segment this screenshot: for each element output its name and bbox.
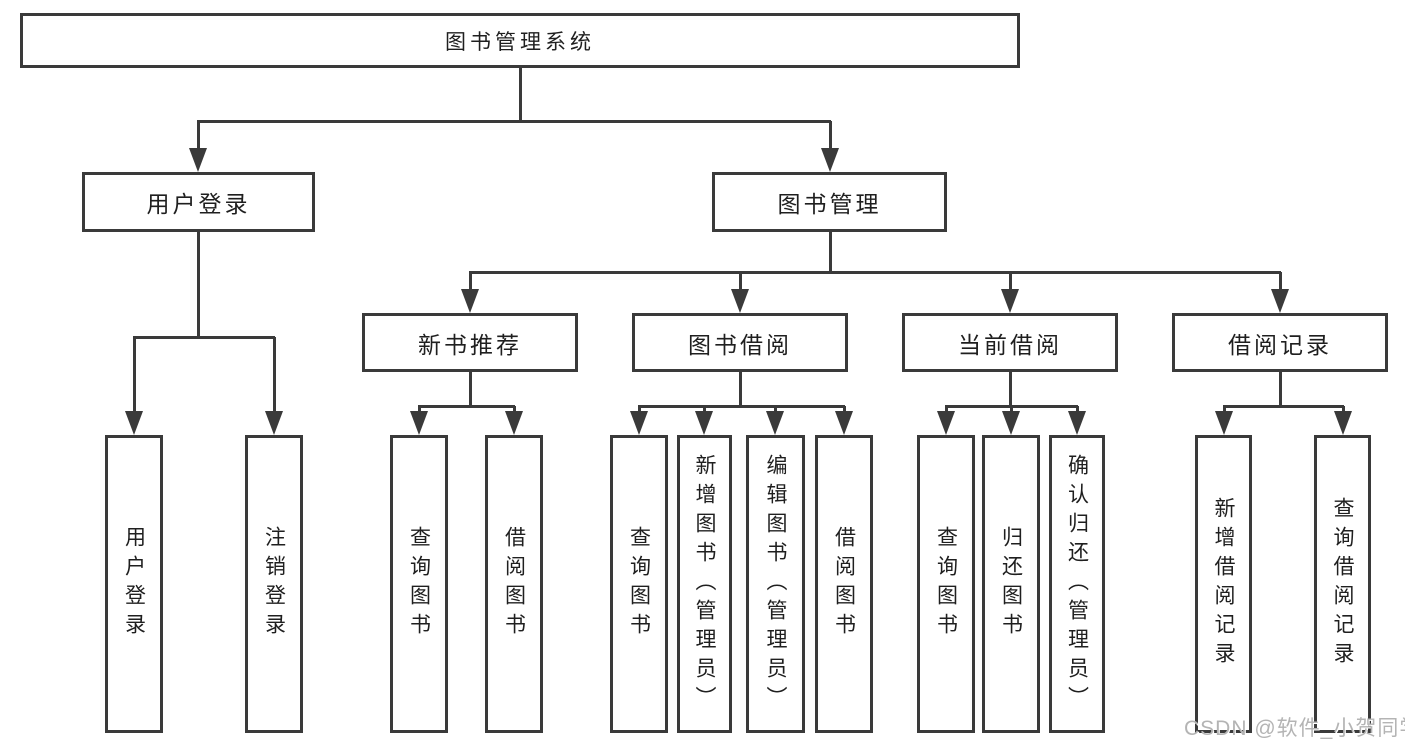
connector-root-arrowhead-0	[189, 148, 207, 172]
connector-book-borrowing-bar	[638, 405, 845, 408]
connector-user-login-arrowhead-0	[125, 411, 143, 435]
connector-book-management-bar	[469, 271, 1281, 274]
leaf-borrow-books-borrowing-label: 借阅图书	[832, 526, 856, 642]
connector-new-book-recommend-arrowhead-1	[505, 411, 523, 435]
leaf-add-borrow-record-label: 新增借阅记录	[1212, 497, 1236, 671]
connector-book-borrowing-arrowhead-1	[695, 411, 713, 435]
leaf-query-borrow-record-label: 查询借阅记录	[1331, 497, 1355, 671]
connector-current-borrowing-arrow-line-0	[945, 406, 948, 413]
leaf-add-books-admin-label: 新增图书（管理员）	[693, 453, 717, 715]
connector-new-book-recommend-arrow-line-0	[418, 406, 421, 413]
connector-root-arrow-line-0	[197, 121, 200, 150]
connector-current-borrowing-arrow-line-1	[1010, 406, 1013, 413]
connector-new-book-recommend-arrow-line-1	[513, 406, 516, 413]
leaf-query-books-borrowing: 查询图书	[610, 435, 668, 733]
connector-book-management-arrowhead-2	[1001, 289, 1019, 313]
node-book-borrowing-label: 图书借阅	[688, 331, 792, 358]
node-library-management-system-label: 图书管理系统	[445, 30, 595, 54]
leaf-borrow-books-borrowing: 借阅图书	[815, 435, 873, 733]
leaf-return-books: 归还图书	[982, 435, 1040, 733]
node-borrowing-records: 借阅记录	[1172, 313, 1388, 372]
connector-root-arrowhead-1	[821, 148, 839, 172]
leaf-query-books-borrowing-label: 查询图书	[627, 526, 651, 642]
connector-borrowing-records-arrowhead-1	[1334, 411, 1352, 435]
connector-root-bar	[197, 120, 831, 123]
connector-user-login-arrow-line-1	[273, 337, 276, 413]
leaf-edit-books-admin: 编辑图书（管理员）	[746, 435, 805, 733]
connector-current-borrowing-arrowhead-1	[1002, 411, 1020, 435]
leaf-user-login-label: 用户登录	[122, 526, 146, 642]
connector-borrowing-records-stem	[1279, 372, 1282, 407]
leaf-edit-books-admin-label: 编辑图书（管理员）	[764, 453, 788, 715]
connector-book-management-arrow-line-3	[1279, 272, 1282, 291]
leaf-add-borrow-record: 新增借阅记录	[1195, 435, 1252, 733]
csdn-watermark: CSDN @软件_小贺同学	[1184, 717, 1405, 740]
connector-user-login-arrowhead-1	[265, 411, 283, 435]
leaf-logout-label: 注销登录	[262, 526, 286, 642]
connector-new-book-recommend-stem	[469, 372, 472, 407]
leaf-query-books-current: 查询图书	[917, 435, 975, 733]
node-new-book-recommend: 新书推荐	[362, 313, 578, 372]
node-user-login-label: 用户登录	[146, 191, 251, 217]
connector-borrowing-records-arrow-line-0	[1223, 406, 1226, 413]
connector-borrowing-records-arrowhead-0	[1215, 411, 1233, 435]
connector-root-arrow-line-1	[829, 121, 832, 150]
connector-book-management-stem	[829, 232, 832, 273]
connector-book-borrowing-arrow-line-0	[638, 406, 641, 413]
leaf-query-books-recommend: 查询图书	[390, 435, 448, 733]
leaf-borrow-books-recommend: 借阅图书	[485, 435, 543, 733]
connector-book-management-arrow-line-0	[469, 272, 472, 291]
leaf-query-books-recommend-label: 查询图书	[407, 526, 431, 642]
leaf-add-books-admin: 新增图书（管理员）	[677, 435, 732, 733]
connector-borrowing-records-arrow-line-1	[1342, 406, 1345, 413]
connector-book-borrowing-arrowhead-3	[835, 411, 853, 435]
connector-current-borrowing-arrowhead-0	[937, 411, 955, 435]
connector-current-borrowing-stem	[1009, 372, 1012, 407]
connector-book-borrowing-arrowhead-0	[630, 411, 648, 435]
connector-current-borrowing-arrow-line-2	[1076, 406, 1079, 413]
leaf-borrow-books-recommend-label: 借阅图书	[502, 526, 526, 642]
node-current-borrowing-label: 当前借阅	[958, 331, 1062, 358]
connector-user-login-arrow-line-0	[133, 337, 136, 413]
connector-borrowing-records-bar	[1223, 405, 1344, 408]
leaf-confirm-return-admin: 确认归还（管理员）	[1049, 435, 1105, 733]
leaf-query-books-current-label: 查询图书	[934, 526, 958, 642]
connector-user-login-bar	[133, 336, 275, 339]
leaf-logout: 注销登录	[245, 435, 303, 733]
node-borrowing-records-label: 借阅记录	[1228, 331, 1332, 358]
connector-book-management-arrowhead-1	[731, 289, 749, 313]
node-user-login: 用户登录	[82, 172, 315, 232]
node-book-borrowing: 图书借阅	[632, 313, 848, 372]
node-current-borrowing: 当前借阅	[902, 313, 1118, 372]
leaf-confirm-return-admin-label: 确认归还（管理员）	[1065, 453, 1089, 715]
connector-book-borrowing-arrowhead-2	[766, 411, 784, 435]
leaf-user-login: 用户登录	[105, 435, 163, 733]
connector-new-book-recommend-bar	[418, 405, 515, 408]
connector-book-management-arrow-line-1	[739, 272, 742, 291]
connector-book-management-arrow-line-2	[1009, 272, 1012, 291]
leaf-return-books-label: 归还图书	[999, 526, 1023, 642]
connector-book-borrowing-stem	[739, 372, 742, 407]
node-book-management: 图书管理	[712, 172, 947, 232]
connector-book-borrowing-arrow-line-1	[703, 406, 706, 413]
connector-book-borrowing-arrow-line-3	[843, 406, 846, 413]
leaf-query-borrow-record: 查询借阅记录	[1314, 435, 1371, 733]
node-new-book-recommend-label: 新书推荐	[418, 331, 522, 358]
node-book-management-label: 图书管理	[777, 191, 882, 217]
connector-current-borrowing-arrowhead-2	[1068, 411, 1086, 435]
connector-root-stem	[519, 68, 522, 122]
connector-book-management-arrowhead-0	[461, 289, 479, 313]
connector-new-book-recommend-arrowhead-0	[410, 411, 428, 435]
connector-book-borrowing-arrow-line-2	[774, 406, 777, 413]
connector-user-login-stem	[197, 232, 200, 338]
connector-book-management-arrowhead-3	[1271, 289, 1289, 313]
node-library-management-system: 图书管理系统	[20, 13, 1020, 68]
